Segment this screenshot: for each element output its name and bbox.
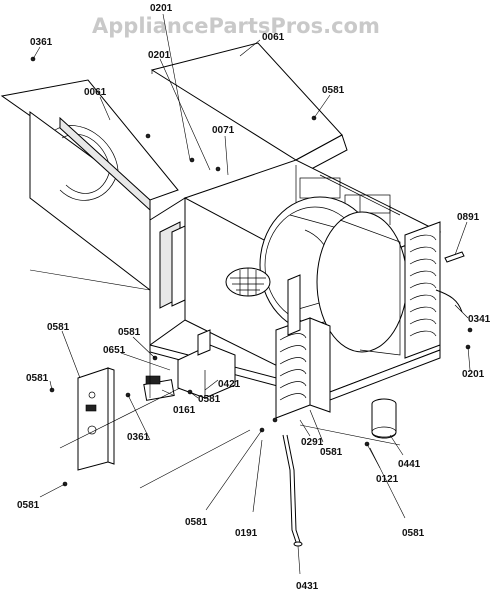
label-0651: 0651 bbox=[103, 345, 126, 356]
label-0291: 0291 bbox=[301, 437, 324, 448]
label-0201-top: 0201 bbox=[150, 3, 173, 14]
label-0581-mid-left: 0581 bbox=[47, 322, 70, 333]
label-0421: 0421 bbox=[218, 379, 241, 390]
label-0581-top-right: 0581 bbox=[322, 85, 345, 96]
top-cover bbox=[150, 42, 348, 176]
leader-lines bbox=[32, 13, 471, 575]
part-0891-clip bbox=[444, 251, 465, 263]
label-0361-top-left: 0361 bbox=[30, 37, 53, 48]
control-panel bbox=[77, 367, 115, 471]
evaporator-coil bbox=[275, 317, 331, 419]
label-0061-top: 0061 bbox=[262, 32, 285, 43]
label-0581-left: 0581 bbox=[26, 373, 49, 384]
label-0891: 0891 bbox=[457, 212, 480, 223]
label-0581-bottom-right: 0581 bbox=[402, 528, 425, 539]
label-0581-bottom-left: 0581 bbox=[17, 500, 40, 511]
label-0431: 0431 bbox=[296, 581, 319, 592]
drain-tube bbox=[282, 434, 303, 547]
label-0581-bottom-center: 0581 bbox=[320, 447, 343, 458]
label-0201-right: 0201 bbox=[462, 369, 485, 380]
blower-wheel bbox=[225, 267, 271, 297]
label-0341: 0341 bbox=[468, 314, 491, 325]
label-0581-center-lower: 0581 bbox=[198, 394, 221, 405]
label-0161: 0161 bbox=[173, 405, 196, 416]
part-labels: 0201 0361 0061 0201 0581 0061 0071 0891 … bbox=[17, 3, 491, 592]
label-0581-bottom-2: 0581 bbox=[185, 517, 208, 528]
label-0061-left: 0061 bbox=[84, 87, 107, 98]
condenser-coil bbox=[404, 221, 463, 359]
capacitor-0161 bbox=[143, 375, 175, 401]
motor-bracket bbox=[159, 221, 301, 336]
compressor bbox=[371, 398, 397, 439]
watermark-text: AppliancePartsPros.com bbox=[92, 14, 380, 38]
guide-lines bbox=[29, 269, 401, 489]
label-0581-center: 0581 bbox=[118, 327, 141, 338]
label-0121: 0121 bbox=[376, 474, 399, 485]
side-panel bbox=[0, 79, 179, 292]
control-box bbox=[177, 329, 236, 399]
label-0441: 0441 bbox=[398, 459, 421, 470]
label-0361-bottom: 0361 bbox=[127, 432, 150, 443]
label-0071: 0071 bbox=[212, 125, 235, 136]
label-0201-mid: 0201 bbox=[148, 50, 171, 61]
label-0191: 0191 bbox=[235, 528, 258, 539]
